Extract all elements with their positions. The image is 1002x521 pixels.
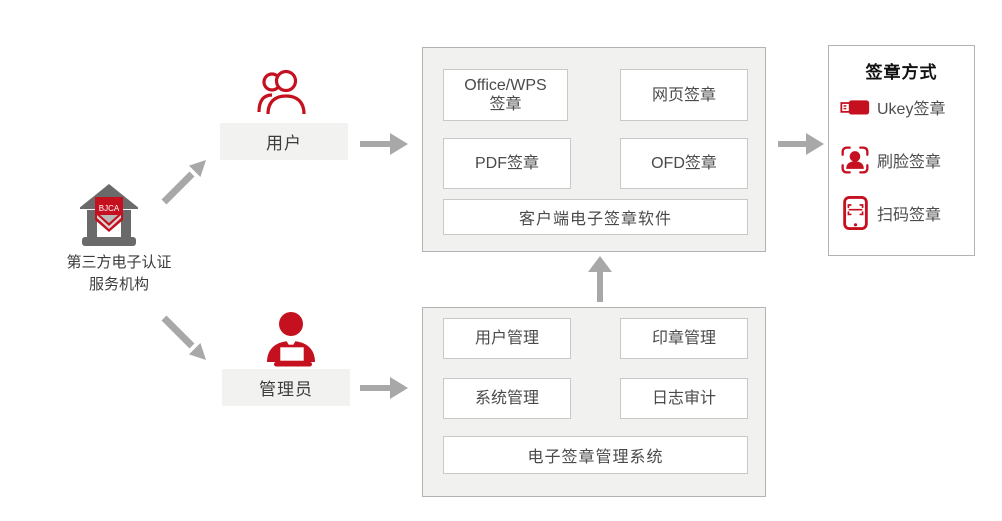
module-system-management-label: 系统管理	[474, 390, 539, 407]
module-user-management-label: 用户管理	[474, 330, 539, 347]
module-seal-management: 印章管理	[620, 318, 748, 359]
arrow-client-to-methods-icon	[778, 133, 824, 155]
ca-building-icon: BJCA	[80, 184, 138, 248]
module-web-sign-label: 网页签章	[651, 86, 716, 104]
arrow-mgmt-to-client-icon	[586, 256, 614, 302]
ca-org-label: 第三方电子认证 服务机构	[38, 252, 200, 296]
admin-laptop-icon	[263, 310, 319, 368]
client-software-title: 客户端电子签章软件	[518, 211, 672, 228]
ca-org-label-line2: 服务机构	[88, 276, 149, 293]
admin-node-label: 管理员	[259, 380, 313, 399]
client-software-panel: Office/WPS 签章 网页签章 PDF签章 OFD签章 客户端电子签章软件	[422, 47, 766, 252]
module-ofd-sign: OFD签章	[620, 138, 748, 189]
user-node: 用户	[220, 123, 348, 160]
arrow-admin-to-mgmt-icon	[360, 377, 408, 399]
module-pdf-sign: PDF签章	[443, 138, 571, 189]
user-node-label: 用户	[266, 134, 302, 153]
module-seal-management-label: 印章管理	[651, 330, 716, 347]
module-system-management: 系统管理	[443, 378, 571, 419]
method-face-sign: 刷脸签章	[840, 144, 941, 176]
management-system-title: 电子签章管理系统	[527, 449, 664, 466]
method-qr-sign-label: 扫码签章	[877, 207, 942, 224]
module-pdf-sign-label: PDF签章	[474, 155, 539, 172]
face-scan-icon	[840, 145, 870, 175]
users-icon	[256, 68, 308, 118]
ca-badge-text: BJCA	[99, 204, 120, 213]
module-log-audit-label: 日志审计	[651, 390, 716, 407]
method-ukey-sign-label: Ukey签章	[877, 101, 946, 118]
sign-methods-panel: 签章方式 Ukey签章	[828, 45, 975, 256]
module-log-audit: 日志审计	[620, 378, 748, 419]
module-office-wps-sign: Office/WPS 签章	[443, 69, 568, 121]
ukey-icon	[840, 97, 870, 117]
arrow-ca-to-user-icon	[158, 156, 212, 208]
management-system-title-bar: 电子签章管理系统	[443, 436, 748, 474]
module-web-sign: 网页签章	[620, 69, 748, 121]
arrow-ca-to-admin-icon	[158, 312, 212, 364]
module-user-management: 用户管理	[443, 318, 571, 359]
qr-scan-icon	[840, 196, 870, 230]
management-system-panel: 用户管理 印章管理 系统管理 日志审计 电子签章管理系统	[422, 307, 766, 497]
method-face-sign-label: 刷脸签章	[877, 154, 942, 171]
sign-methods-title: 签章方式	[865, 63, 938, 82]
module-office-wps-sign-line2: 签章	[489, 96, 522, 113]
method-ukey-sign: Ukey签章	[840, 91, 945, 123]
method-qr-sign: 扫码签章	[840, 196, 942, 230]
ca-org-label-line1: 第三方电子认证	[66, 254, 172, 271]
client-software-title-bar: 客户端电子签章软件	[443, 199, 748, 235]
arrow-user-to-client-icon	[360, 133, 408, 155]
module-ofd-sign-label: OFD签章	[651, 155, 717, 172]
module-office-wps-sign-line1: Office/WPS	[464, 77, 547, 94]
admin-node: 管理员	[222, 369, 350, 406]
